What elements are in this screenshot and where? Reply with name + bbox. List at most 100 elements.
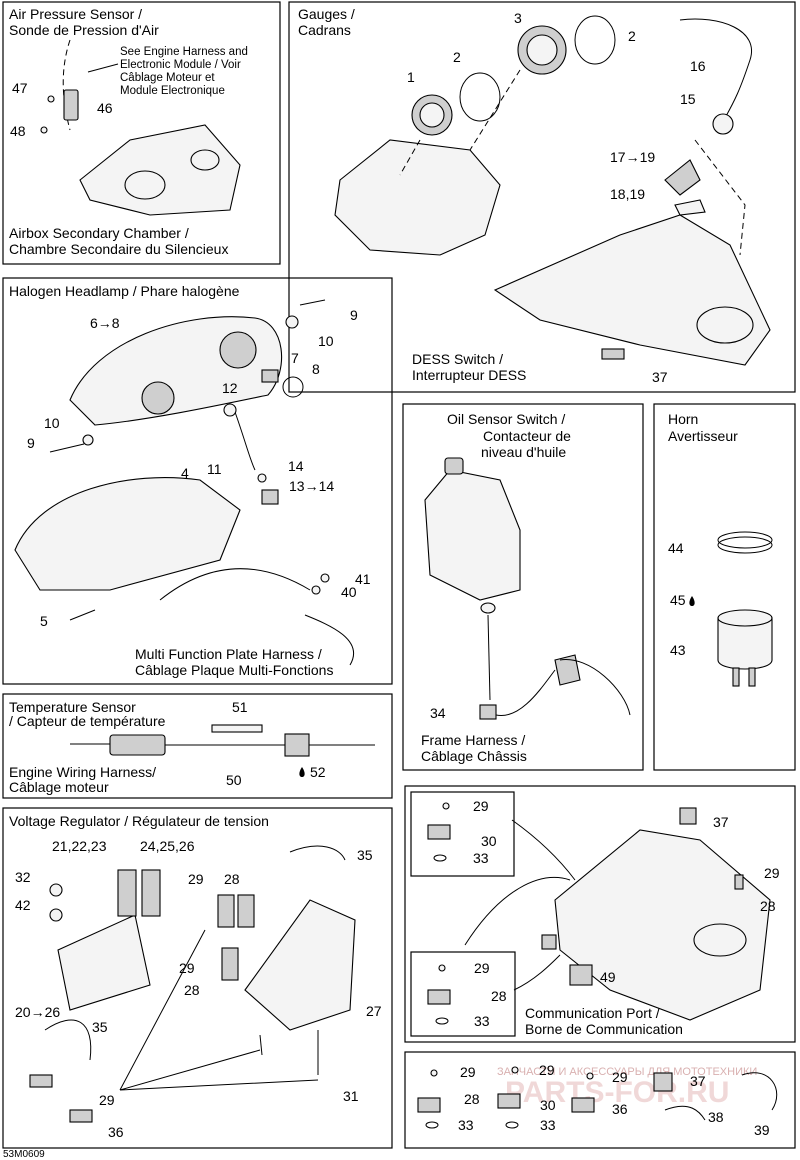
callout-37: 37 xyxy=(690,1073,706,1089)
screw-5 xyxy=(69,609,96,621)
air-pressure-note: Module Electronique xyxy=(120,85,225,97)
chamber-port xyxy=(124,170,166,200)
oil-sensor-connector xyxy=(479,704,497,720)
callout-30: 30 xyxy=(540,1097,556,1113)
callout-43: 43 xyxy=(670,642,686,658)
horn-title: Horn xyxy=(668,411,698,427)
dashed-guide xyxy=(399,139,421,176)
clip-30 xyxy=(427,824,451,840)
oil-sensor-box xyxy=(402,403,644,771)
dess-key-cord xyxy=(679,18,753,119)
clip-28 xyxy=(237,894,255,928)
oil-title: Oil Sensor Switch / xyxy=(447,411,565,427)
horn-terminal xyxy=(732,667,740,687)
temperature-title: Temperature Sensor xyxy=(9,699,136,715)
frame-harness-label-fr: Câblage Châssis xyxy=(421,748,527,764)
callout-44: 44 xyxy=(668,540,684,556)
oil-sensor-grommet xyxy=(480,602,496,614)
leader-line xyxy=(304,614,354,666)
connector-14 xyxy=(257,473,267,483)
air-pressure-title-fr: Sonde de Pression d'Air xyxy=(9,22,159,38)
callout-33: 33 xyxy=(473,850,489,866)
connector-13 xyxy=(261,489,279,505)
callout-32: 32 xyxy=(15,869,31,885)
callout-10: 10 xyxy=(318,333,334,349)
temperature-box xyxy=(2,693,393,799)
callout-47: 47 xyxy=(12,80,28,96)
clip-36 xyxy=(29,1074,53,1088)
nut-42 xyxy=(49,908,63,922)
headlamp-bulb-socket xyxy=(219,331,257,369)
callout-35: 35 xyxy=(92,1019,108,1035)
callout-27: 27 xyxy=(366,1003,382,1019)
dess-nut-18 xyxy=(674,199,706,216)
callout-11: 11 xyxy=(207,461,222,477)
pod-cavity xyxy=(696,306,754,344)
clip-30 xyxy=(497,1093,521,1109)
harness-junction xyxy=(693,923,747,957)
callout-37: 37 xyxy=(652,369,668,385)
mfp-harness-label: Multi Function Plate Harness / xyxy=(135,646,322,662)
callout-45: 45 xyxy=(670,592,686,608)
sleeve-51 xyxy=(211,724,263,733)
callout-30: 30 xyxy=(481,833,497,849)
air-pressure-note: See Engine Harness and xyxy=(120,46,248,58)
drop-icon xyxy=(689,596,695,606)
clip-37 xyxy=(653,1072,673,1092)
callout-33: 33 xyxy=(474,1013,490,1029)
callout-15: 15 xyxy=(680,91,696,107)
clip-36 xyxy=(69,1109,93,1123)
gauge-face xyxy=(419,102,445,128)
screw-29 xyxy=(430,1069,438,1077)
oil-title: niveau d'huile xyxy=(481,444,566,460)
cable-tie-35 xyxy=(289,845,346,861)
clip-28 xyxy=(417,1097,441,1113)
engine-harness-label: Engine Wiring Harness/ xyxy=(9,764,156,780)
callout-31: 31 xyxy=(343,1088,359,1104)
clip-28 xyxy=(221,947,239,981)
regulator-bracket-27 xyxy=(244,899,356,1031)
drop-icon xyxy=(299,767,305,777)
oil-sensor-switch xyxy=(487,614,491,701)
callout-7: 7 xyxy=(291,350,299,366)
washer-33 xyxy=(505,1121,519,1129)
air-pressure-title: Air Pressure Sensor / xyxy=(9,6,142,22)
gauge-face xyxy=(526,34,558,66)
comm-inset-box xyxy=(410,951,516,1037)
screw-41 xyxy=(320,573,330,583)
callout-4: 4 xyxy=(181,465,189,481)
callout-39: 39 xyxy=(754,1122,770,1138)
diagram-code: 53M0609 xyxy=(3,1149,45,1160)
grommet-12 xyxy=(223,403,237,417)
screw-29 xyxy=(438,964,446,972)
callout-36: 36 xyxy=(612,1101,628,1117)
clip-28 xyxy=(427,989,451,1005)
multi-function-plate xyxy=(159,568,311,601)
callout-18-19: 18,19 xyxy=(610,186,645,202)
callout-29: 29 xyxy=(612,1069,628,1085)
voltage-title: Voltage Regulator / Régulateur de tensio… xyxy=(9,813,269,829)
airbox-label: Airbox Secondary Chamber / xyxy=(9,225,189,241)
washer-33 xyxy=(435,1017,449,1025)
screw-29 xyxy=(511,1066,519,1074)
comm-port-box xyxy=(404,785,796,1043)
airbox-secondary-chamber xyxy=(79,124,241,216)
callout-28: 28 xyxy=(464,1091,480,1107)
callout-28: 28 xyxy=(184,982,200,998)
callout-29: 29 xyxy=(188,871,204,887)
callout-50: 50 xyxy=(226,772,242,788)
headlamp-box xyxy=(2,277,393,685)
callout-29: 29 xyxy=(539,1062,555,1078)
air-pressure-box xyxy=(2,1,281,265)
callout-14: 14 xyxy=(288,458,304,474)
callout-28: 28 xyxy=(491,988,507,1004)
callout-46: 46 xyxy=(97,100,113,116)
hose-11 xyxy=(234,411,256,471)
dashed-guide xyxy=(694,139,746,256)
callout-8: 8 xyxy=(312,361,320,377)
callout-51: 51 xyxy=(232,699,248,715)
callout-52: 52 xyxy=(310,764,326,780)
bottom-row-box xyxy=(404,1051,796,1149)
air-pressure-note: Câblage Moteur et xyxy=(120,72,215,84)
callout-29: 29 xyxy=(460,1064,476,1080)
